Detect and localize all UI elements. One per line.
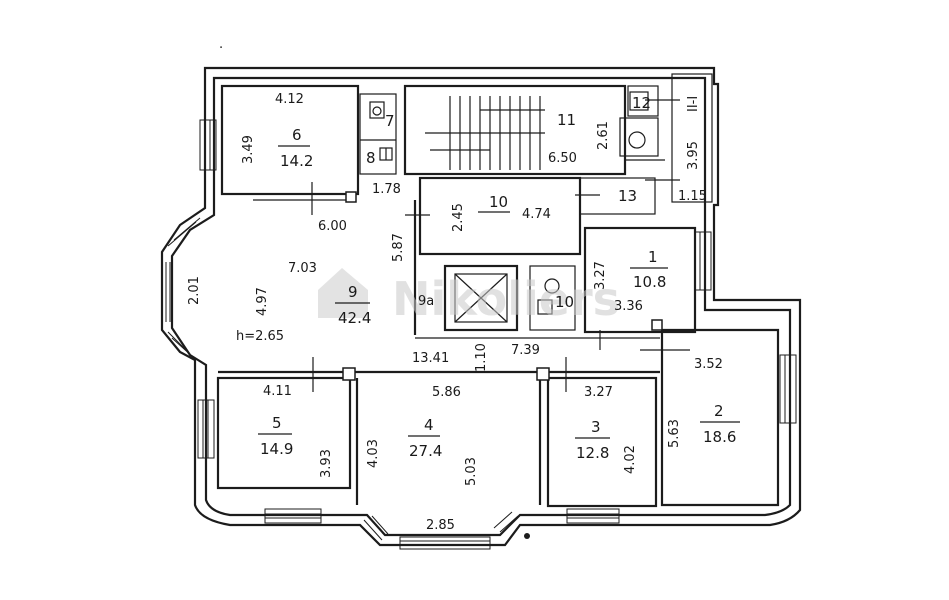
dim-3-49: 3.49 — [241, 135, 256, 164]
room-8-number: 8 — [366, 149, 376, 167]
dim-3-27-upper: 3.27 — [593, 261, 608, 290]
room-2-number: 2 — [714, 402, 724, 420]
room-3-number: 3 — [591, 418, 601, 436]
room-6-number: 6 — [292, 126, 302, 144]
room-10-number-label: 10 — [555, 293, 574, 311]
dim-3-95: 3.95 — [686, 141, 701, 170]
dim-4-03: 4.03 — [366, 439, 381, 468]
dim-2-45: 2.45 — [451, 203, 466, 232]
dim-6-50: 6.50 — [548, 151, 577, 166]
interior-walls — [216, 73, 780, 508]
dim-4-74: 4.74 — [522, 207, 551, 222]
room-7-number: 7 — [385, 112, 395, 130]
watermark: Nikoliers — [318, 268, 620, 326]
dim-7-03: 7.03 — [288, 261, 317, 276]
dim-1-78: 1.78 — [372, 182, 401, 197]
room-9a-number: 9a — [418, 294, 434, 309]
dim-4-11: 4.11 — [263, 384, 292, 399]
room-labels: 6 14.2 7 8 11 12 13 10 9 42.4 9a 1 10.8 … — [258, 94, 740, 462]
room-5-number: 5 — [272, 414, 282, 432]
room-9-area: 42.4 — [338, 309, 371, 327]
room-3-area: 12.8 — [576, 444, 609, 462]
dim-13-41: 13.41 — [412, 351, 449, 366]
room-12-number: 11 — [557, 111, 576, 129]
dim-4-02: 4.02 — [623, 445, 638, 474]
room-11-number: 10 — [489, 193, 508, 211]
room-6-area: 14.2 — [280, 152, 313, 170]
room-4-area: 27.4 — [409, 442, 442, 460]
dim-5-03: 5.03 — [464, 457, 479, 486]
dim-3-93: 3.93 — [319, 449, 334, 478]
dim-5-86: 5.86 — [432, 385, 461, 400]
dim-4-12: 4.12 — [275, 92, 304, 107]
sanitary-fixtures — [369, 91, 649, 315]
room-1-number: 1 — [648, 248, 658, 266]
room-4-number: 4 — [424, 416, 434, 434]
corner-dot — [524, 533, 530, 539]
section-mark: II-I — [686, 96, 701, 112]
outer-walls — [160, 66, 802, 547]
dim-2-85: 2.85 — [426, 518, 455, 533]
dim-2-61: 2.61 — [596, 121, 611, 150]
dimension-labels: 4.12 3.49 6.00 1.78 6.50 2.61 3.95 1.15 … — [187, 92, 723, 533]
room-13-number: 12 — [632, 94, 651, 112]
room-1-area: 10.8 — [633, 273, 666, 291]
dim-1-15: 1.15 — [678, 189, 707, 204]
dim-3-27-lower: 3.27 — [584, 385, 613, 400]
dim-4-97: 4.97 — [255, 287, 270, 316]
dim-5-87: 5.87 — [391, 233, 406, 262]
dim-7-39: 7.39 — [511, 343, 540, 358]
scan-speck: · — [219, 41, 223, 56]
room-14-number: 13 — [618, 187, 637, 205]
room-5-area: 14.9 — [260, 440, 293, 458]
windows — [165, 119, 797, 550]
dim-5-63: 5.63 — [667, 419, 682, 448]
dim-3-36: 3.36 — [614, 299, 643, 314]
dim-3-52: 3.52 — [694, 357, 723, 372]
dim-h-2-65: h=2.65 — [236, 329, 284, 344]
dim-2-01: 2.01 — [187, 276, 202, 305]
room-9-number: 9 — [348, 283, 358, 301]
room-2-area: 18.6 — [703, 428, 736, 446]
watermark-text: Nikoliers — [392, 272, 620, 326]
dim-1-10: 1.10 — [474, 343, 489, 372]
dim-6-00: 6.00 — [318, 219, 347, 234]
